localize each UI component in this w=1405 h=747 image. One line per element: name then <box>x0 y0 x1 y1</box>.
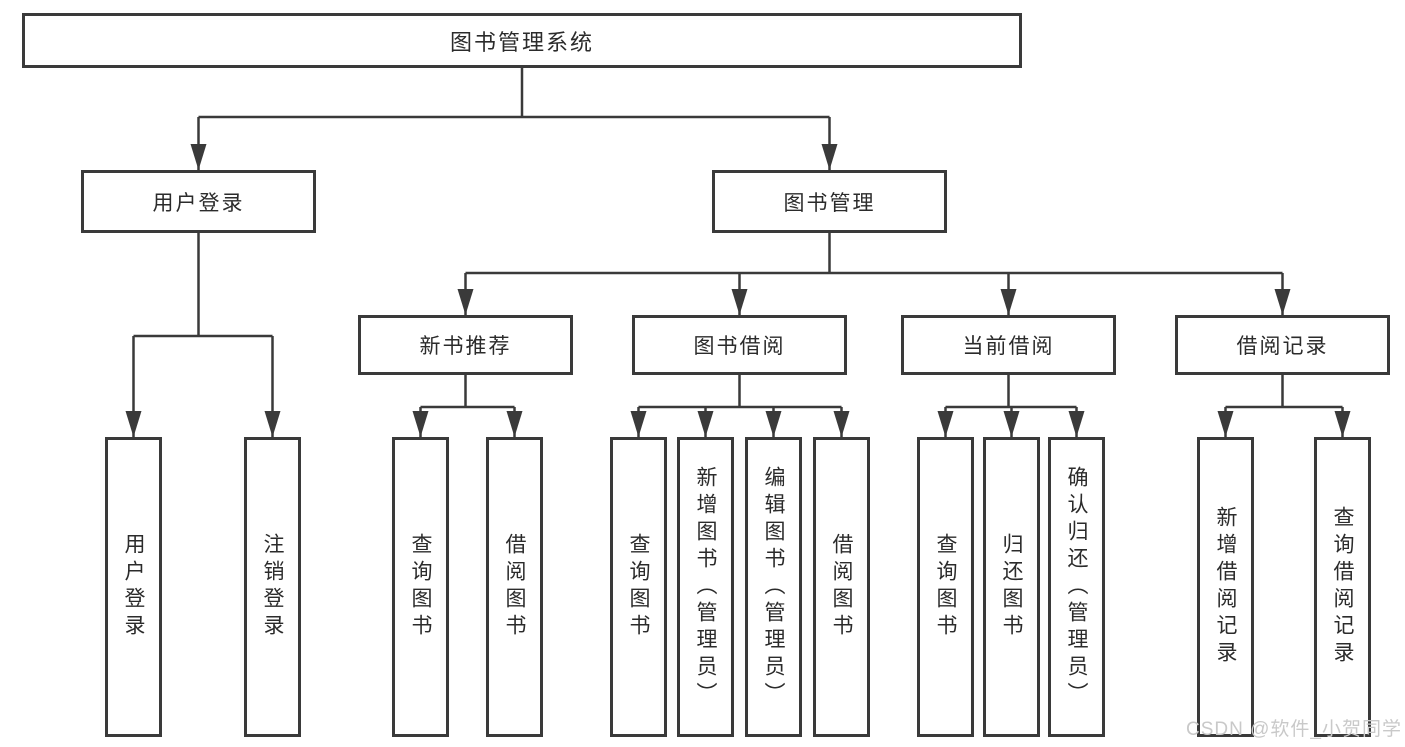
level3-box-book-borrow: 图书借阅 <box>632 315 847 375</box>
leaf-label-borrow-books-1: 借阅图书 <box>503 533 527 641</box>
leaf-box-query-books-3: 查询图书 <box>917 437 974 737</box>
connector-borrow-records-branch <box>1217 375 1351 437</box>
leaf-box-query-books-1: 查询图书 <box>392 437 449 737</box>
level3-label-book-borrow: 图书借阅 <box>693 335 786 358</box>
leaf-label-query-borrow-record: 查询借阅记录 <box>1331 506 1355 668</box>
connector-book-borrow-branch <box>630 375 850 437</box>
leaf-label-return-books: 归还图书 <box>1000 533 1024 641</box>
level2-box-book-management: 图书管理 <box>712 170 947 233</box>
leaf-box-confirm-return-admin: 确认归还（管理员） <box>1048 437 1105 737</box>
connector-new-books-branch <box>412 375 523 437</box>
leaf-box-return-books: 归还图书 <box>983 437 1040 737</box>
leaf-label-logout: 注销登录 <box>261 533 285 641</box>
leaf-label-add-books-admin: 新增图书（管理员） <box>694 465 718 709</box>
leaf-label-add-borrow-record: 新增借阅记录 <box>1214 506 1238 668</box>
connector-root-to-level2 <box>190 68 838 170</box>
leaf-box-edit-books-admin: 编辑图书（管理员） <box>745 437 802 737</box>
leaf-box-logout: 注销登录 <box>244 437 301 737</box>
leaf-label-confirm-return-admin: 确认归还（管理员） <box>1065 465 1089 709</box>
root-label: 图书管理系统 <box>449 29 594 55</box>
root-box-library-system: 图书管理系统 <box>22 13 1022 68</box>
level3-box-new-books: 新书推荐 <box>358 315 573 375</box>
connector-book-management-branch <box>457 233 1291 315</box>
leaf-box-add-books-admin: 新增图书（管理员） <box>677 437 734 737</box>
leaf-box-add-borrow-record: 新增借阅记录 <box>1197 437 1254 737</box>
leaf-box-borrow-books-2: 借阅图书 <box>813 437 870 737</box>
leaf-label-query-books-2: 查询图书 <box>627 533 651 641</box>
level2-box-user-login: 用户登录 <box>81 170 316 233</box>
leaf-label-query-books-1: 查询图书 <box>409 533 433 641</box>
leaf-box-borrow-books-1: 借阅图书 <box>486 437 543 737</box>
csdn-watermark: CSDN @软件_小贺同学 <box>1186 719 1402 740</box>
leaf-label-borrow-books-2: 借阅图书 <box>830 533 854 641</box>
leaf-label-query-books-3: 查询图书 <box>934 533 958 641</box>
level3-box-borrow-records: 借阅记录 <box>1175 315 1390 375</box>
leaf-label-user-login: 用户登录 <box>122 533 146 641</box>
leaf-label-edit-books-admin: 编辑图书（管理员） <box>762 465 786 709</box>
leaf-box-query-borrow-record: 查询借阅记录 <box>1314 437 1371 737</box>
connector-user-login-branch <box>125 233 281 437</box>
level2-label-user-login: 用户登录 <box>152 191 245 215</box>
level3-box-current-borrow: 当前借阅 <box>901 315 1116 375</box>
level3-label-borrow-records: 借阅记录 <box>1236 335 1329 358</box>
leaf-box-user-login: 用户登录 <box>105 437 162 737</box>
level3-label-new-books: 新书推荐 <box>419 335 512 358</box>
level2-label-book-management: 图书管理 <box>783 191 876 215</box>
leaf-box-query-books-2: 查询图书 <box>610 437 667 737</box>
connector-current-borrow-branch <box>937 375 1085 437</box>
level3-label-current-borrow: 当前借阅 <box>962 335 1055 358</box>
